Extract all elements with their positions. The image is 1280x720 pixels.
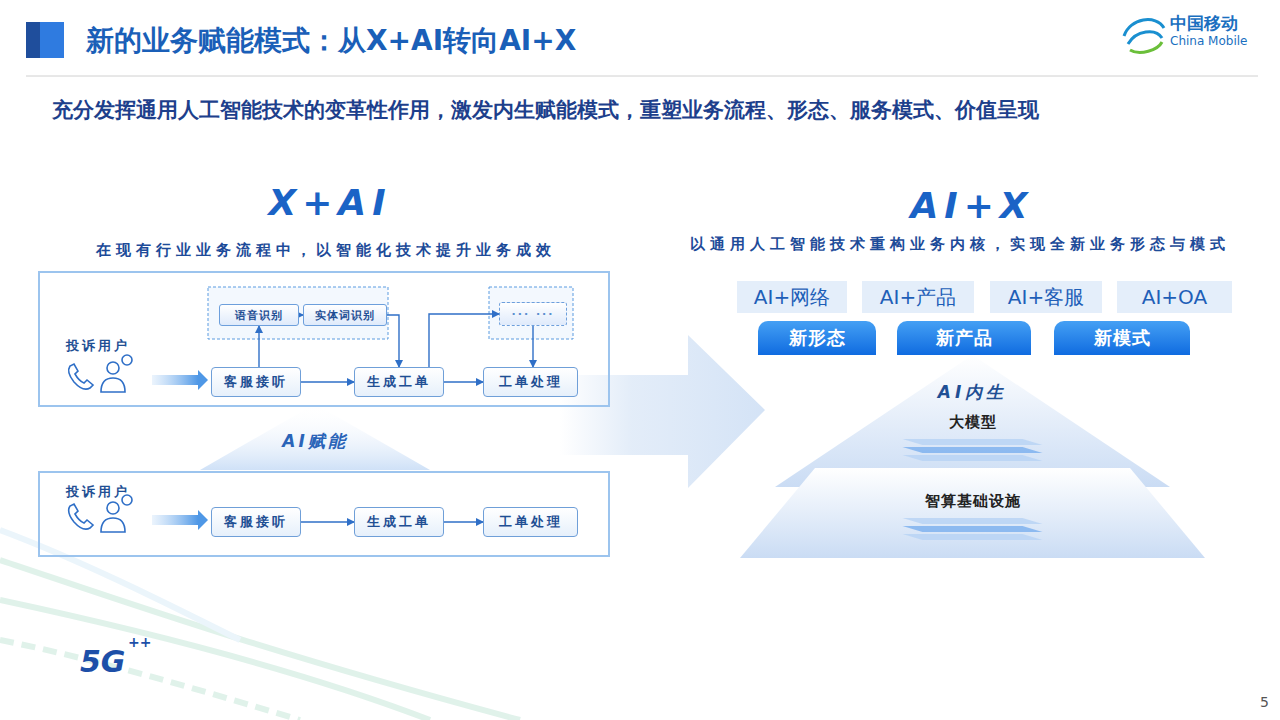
- section-heading: AI+X: [910, 185, 1033, 226]
- box-label: 生成工单: [367, 373, 431, 391]
- logo-swirl: [1124, 20, 1164, 53]
- scenario-tag: AI+客服: [990, 281, 1102, 313]
- outcome-tab: 新产品: [897, 321, 1031, 355]
- process-box: 工单处理: [483, 367, 578, 397]
- box-label: 新模式: [1094, 326, 1151, 350]
- module-box: 语音识别: [219, 304, 299, 326]
- flow-arrow: [258, 326, 259, 367]
- process-box: 客服接听: [211, 507, 301, 537]
- process-panel: 投诉用户客服接听 生成工单 工单处理: [38, 471, 610, 557]
- process-box: 生成工单: [354, 507, 444, 537]
- brand-mark: ++: [128, 634, 151, 650]
- section-note: 以通用人工智能技术重构业务内核，实现全新业务形态与模式: [690, 235, 1230, 254]
- layer-label: AI内生: [775, 381, 1170, 404]
- scenario-tag: AI+网络: [737, 281, 847, 313]
- page-number: 5: [1260, 694, 1269, 710]
- pyramid-layer: AI内生大模型: [775, 355, 1170, 487]
- logo-text: 中国移动: [1170, 12, 1238, 35]
- transition-arrow: [560, 335, 765, 488]
- subtitle: 充分发挥通用人工智能技术的变革性作用，激发内生赋能模式，重塑业务流程、形态、服务…: [52, 96, 1039, 124]
- title-mark: [40, 22, 64, 58]
- pyramid-layer: 智算基础设施: [740, 468, 1205, 558]
- flow-arrow: [444, 381, 483, 382]
- scenario-tag: AI+OA: [1117, 281, 1232, 313]
- box-label: 工单处理: [499, 373, 563, 391]
- box-label: 工单处理: [499, 513, 563, 531]
- box-label: 新产品: [936, 326, 993, 350]
- box-label: 生成工单: [367, 513, 431, 531]
- box-label: 实体词识别: [315, 308, 375, 323]
- title-mark: [26, 22, 40, 58]
- input-arrow: [152, 370, 208, 530]
- box-label: 语音识别: [235, 308, 283, 323]
- flow-arrow: [301, 521, 354, 522]
- flow-arrow: [387, 315, 399, 367]
- layer-label: 大模型: [775, 413, 1170, 432]
- section-note: 在现有行业业务流程中，以智能化技术提升业务成效: [96, 241, 556, 260]
- logo-text: China Mobile: [1170, 34, 1247, 48]
- title-rule: [26, 76, 1258, 77]
- layer-label: 智算基础设施: [740, 492, 1205, 511]
- box-label: AI+客服: [1008, 284, 1084, 311]
- brand-mark: 5G: [80, 644, 126, 679]
- process-box: 客服接听: [211, 367, 301, 397]
- module-box: 实体词识别: [303, 304, 387, 326]
- process-box: 工单处理: [483, 507, 578, 537]
- box-label: AI+产品: [880, 284, 956, 311]
- dashed-group: [489, 287, 573, 339]
- box-label: AI+OA: [1142, 285, 1207, 309]
- box-label: 客服接听: [224, 373, 288, 391]
- box-label: AI+网络: [754, 284, 830, 311]
- corner-swoosh: [0, 530, 520, 720]
- enable-label: AI赋能: [282, 430, 347, 453]
- box-label: ··· ···: [512, 308, 555, 321]
- flow-arrow: [532, 326, 533, 367]
- process-panel: 投诉用户 语音识别 实体词识别 ··· ··· 客服接听 生成工单 工单处理: [38, 271, 610, 407]
- flow-arrow: [429, 314, 499, 367]
- process-box: 生成工单: [354, 367, 444, 397]
- section-heading: X+AI: [268, 182, 391, 223]
- module-box: ··· ···: [499, 302, 567, 326]
- pyramid-shape: [740, 468, 1205, 558]
- page-title: 新的业务赋能模式：从X+AI转向AI+X: [86, 22, 576, 60]
- outcome-tab: 新模式: [1054, 321, 1190, 355]
- dashed-group: [208, 287, 388, 339]
- flow-arrow: [444, 521, 483, 522]
- box-label: 客服接听: [224, 513, 288, 531]
- flow-arrow: [301, 381, 354, 382]
- panel-heading: 投诉用户: [66, 337, 130, 355]
- outcome-tab: 新形态: [758, 321, 876, 355]
- panel-heading: 投诉用户: [66, 483, 130, 501]
- box-label: 新形态: [789, 326, 846, 350]
- user-icons: [69, 355, 132, 532]
- enable-glow: [200, 404, 430, 470]
- scenario-tag: AI+产品: [862, 281, 974, 313]
